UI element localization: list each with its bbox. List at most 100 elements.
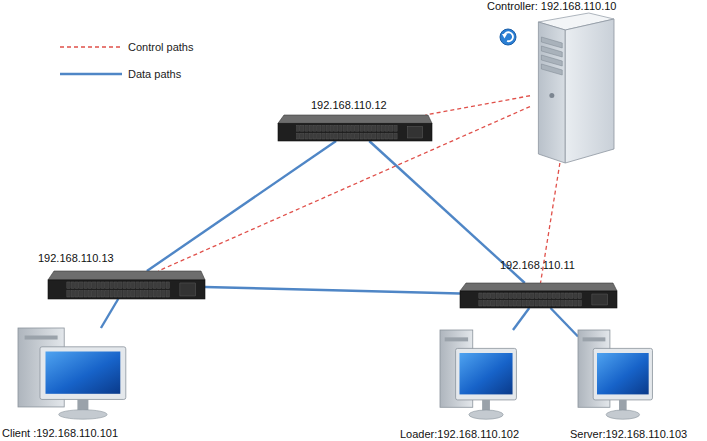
device-label: 192.168.110.11 [500, 259, 575, 272]
device-label: 192.168.110.13 [38, 252, 114, 265]
switch-port [343, 125, 346, 131]
switch-port [377, 133, 380, 139]
switch-port [352, 125, 355, 131]
switch-port [513, 301, 516, 307]
switch-port [80, 290, 83, 297]
switch-port [368, 133, 371, 139]
switch-port [93, 282, 96, 289]
switch-port [84, 282, 87, 289]
switch-port [347, 133, 350, 139]
switch-port [487, 293, 490, 299]
switch-port [318, 125, 321, 131]
switch-port [483, 293, 486, 299]
switch-front [48, 280, 205, 299]
switch-port [385, 125, 388, 131]
monitor-base [469, 410, 503, 419]
switch-port [153, 282, 156, 289]
switch-port [539, 301, 542, 307]
switch-port [158, 290, 161, 297]
switch-port [132, 282, 135, 289]
switch-port [381, 133, 384, 139]
switch-port [343, 133, 346, 139]
legend-line [60, 46, 122, 47]
switch-port [390, 125, 393, 131]
switch-port [496, 301, 499, 307]
drive-bay [541, 46, 562, 57]
switch-port [552, 301, 555, 307]
pc-shape [440, 330, 516, 419]
switch-port [479, 293, 482, 299]
switch-illustration [460, 283, 617, 308]
device-label: Server:192.168.110.103 [570, 428, 687, 441]
device-label: 192.168.110.12 [311, 99, 387, 112]
monitor-base [606, 410, 639, 419]
switch-port [123, 282, 126, 289]
switch-port [88, 282, 91, 289]
switch-port [330, 125, 333, 131]
monitor-neck [77, 399, 88, 410]
pc-drive [583, 337, 606, 341]
switch-port [140, 290, 143, 297]
switch-port [364, 133, 367, 139]
switch-port [326, 125, 329, 131]
switch-top [460, 283, 617, 291]
switch-port [123, 290, 126, 297]
switch-port [360, 133, 363, 139]
switch-shape [48, 271, 205, 299]
switch-front [278, 123, 432, 141]
refresh-disc [500, 29, 516, 45]
switch-port [518, 293, 521, 299]
switch-port [166, 282, 169, 289]
switch-port [394, 133, 397, 139]
switch-port [518, 301, 521, 307]
switch-top [278, 115, 432, 123]
switch-port [114, 282, 117, 289]
switch-port [373, 133, 376, 139]
switch-port [326, 133, 329, 139]
drive-bay [541, 55, 562, 66]
pc-shape [578, 330, 652, 419]
switch-port [309, 133, 312, 139]
switch-port [101, 282, 104, 289]
switch-port [136, 290, 139, 297]
switch-shape [460, 283, 617, 308]
switch-port [335, 125, 338, 131]
switch-port [509, 293, 512, 299]
switch-port [381, 125, 384, 131]
switch-port [364, 125, 367, 131]
switch-port [544, 301, 547, 307]
switch-port [71, 282, 74, 289]
network-link [101, 299, 118, 328]
refresh-icon [500, 29, 516, 45]
switch-top [48, 271, 205, 280]
tower-shape [538, 13, 614, 163]
monitor-frame [593, 348, 652, 400]
switch-port [557, 301, 560, 307]
switch-port [322, 133, 325, 139]
switch-port [309, 125, 312, 131]
switch-port [526, 301, 529, 307]
switch-port [127, 290, 130, 297]
monitor-screen [460, 353, 513, 394]
controller-server: Controller: 192.168.110.10 [480, 0, 680, 164]
switch-illustration [278, 115, 432, 141]
switch-port [75, 290, 78, 297]
switch-shape [278, 115, 432, 141]
tower-front [538, 22, 565, 163]
network-link [513, 308, 529, 330]
switch-port [305, 125, 308, 131]
switch-port [114, 290, 117, 297]
switch-port [492, 293, 495, 299]
switch-port [313, 133, 316, 139]
monitor-neck [619, 400, 627, 411]
switch-port [513, 293, 516, 299]
switch-port [127, 282, 130, 289]
switch-port [119, 290, 122, 297]
switch-port [500, 301, 503, 307]
switch-port [531, 301, 534, 307]
monitor-frame [456, 348, 517, 400]
drive-bay [541, 64, 562, 75]
switch-port [578, 293, 581, 299]
switch-port [80, 282, 83, 289]
